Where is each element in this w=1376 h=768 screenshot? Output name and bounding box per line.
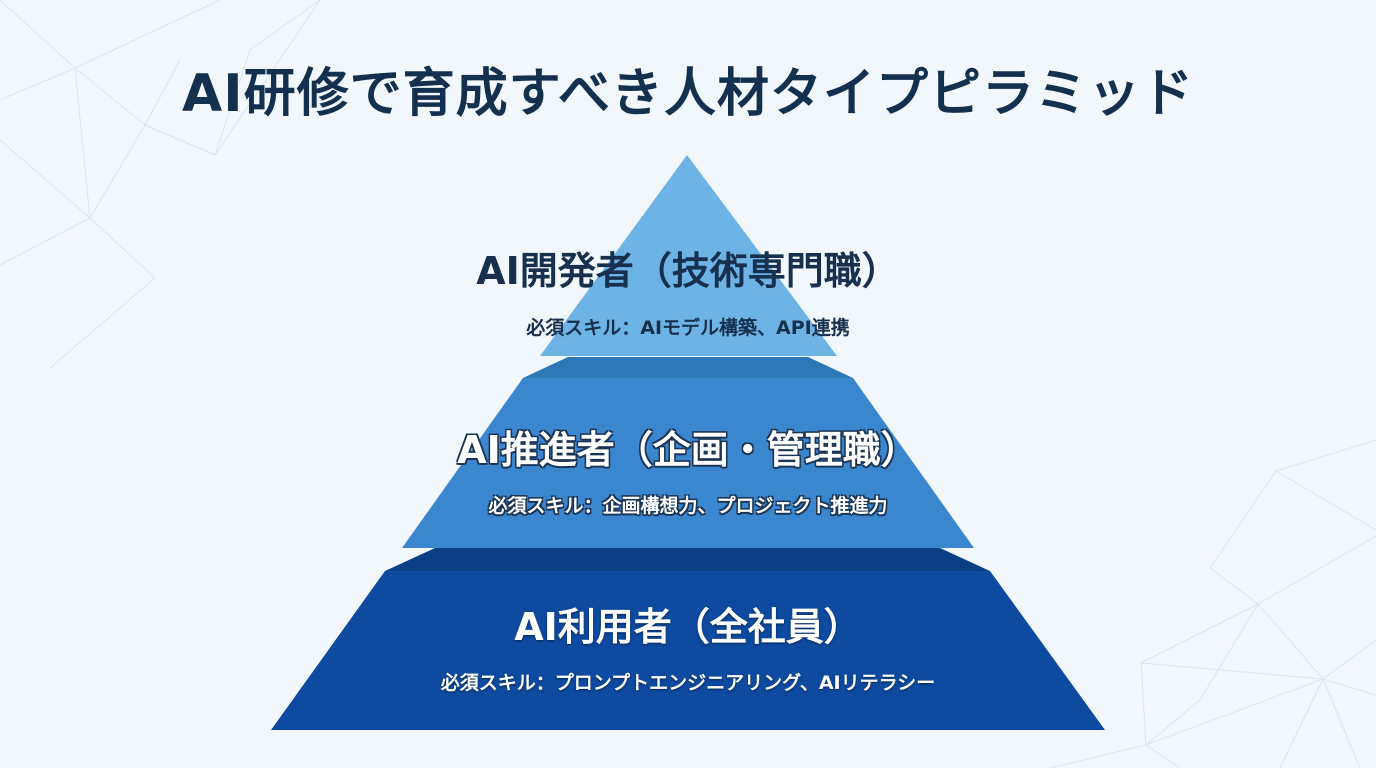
pyramid-tier-top <box>540 155 837 356</box>
pyramid-tier-bottom-bevel <box>385 548 990 571</box>
pyramid-tier-middle-bevel <box>523 357 853 378</box>
page-title: AI研修で育成すべき人材タイプピラミッド <box>182 64 1194 124</box>
tier-bottom-heading: AI利用者（全社員） <box>514 605 862 649</box>
tier-middle-heading: AI推進者（企画・管理職） <box>457 428 919 472</box>
pyramid-tier-middle <box>402 378 974 548</box>
tier-top-skills: 必須スキル：AIモデル構築、API連携 <box>526 317 850 339</box>
tier-bottom-skills: 必須スキル：プロンプトエンジニアリング、AIリテラシー <box>440 672 936 694</box>
pyramid-tier-bottom <box>271 571 1105 730</box>
tier-middle-skills: 必須スキル：企画構想力、プロジェクト推進力 <box>488 495 888 517</box>
tier-top-heading: AI開発者（技術専門職） <box>476 249 900 293</box>
